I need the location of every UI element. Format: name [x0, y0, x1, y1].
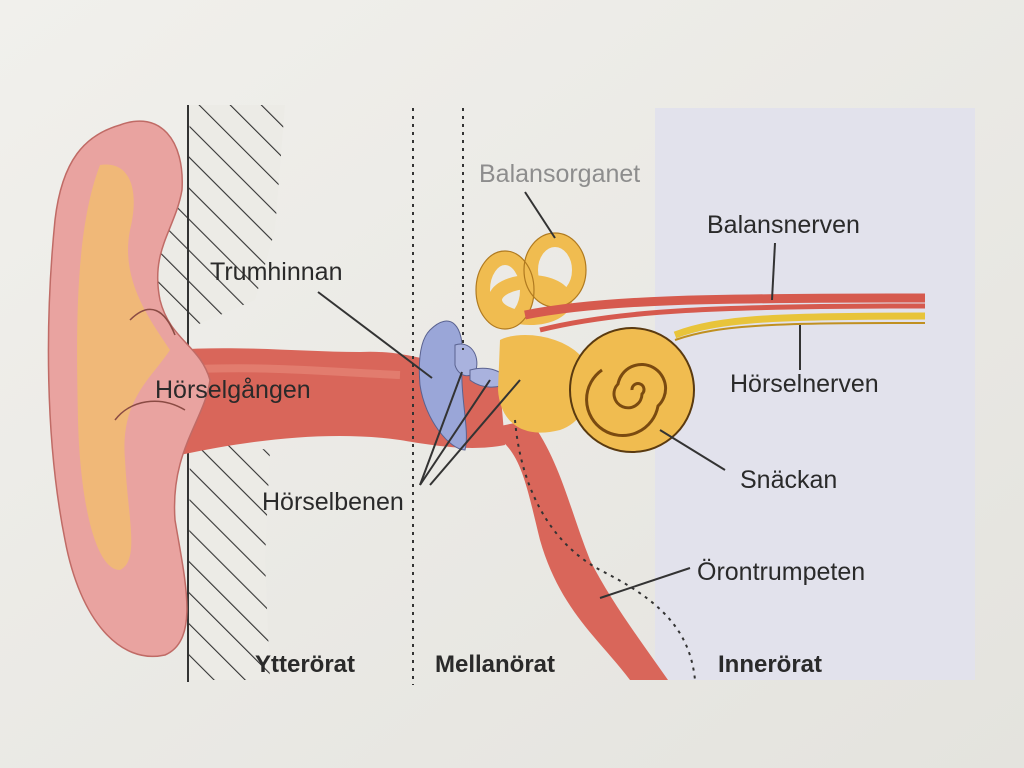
label-horselbenen: Hörselbenen: [262, 488, 404, 516]
region-outer-ear: Ytterörat: [255, 651, 355, 678]
label-snackan: Snäckan: [740, 466, 837, 494]
label-horselnerven: Hörselnerven: [730, 370, 879, 398]
outer-ear-pinna: [47, 120, 211, 658]
cochlea: [569, 327, 695, 453]
label-balansnerven: Balansnerven: [707, 211, 860, 239]
region-middle-ear: Mellanörat: [435, 651, 555, 678]
region-inner-ear: Innerörat: [718, 651, 822, 678]
inner-ear-shading: [655, 108, 975, 680]
leader-lines: [317, 191, 801, 599]
eustachian-tube: [480, 420, 668, 680]
region-dividers: [412, 108, 696, 685]
label-balansorganet: Balansorganet: [479, 160, 640, 188]
label-trumhinnan: Trumhinnan: [210, 258, 342, 286]
nerves: [524, 293, 926, 341]
label-horselgangen: Hörselgången: [155, 376, 311, 404]
label-orontrumpeten: Örontrumpeten: [697, 558, 865, 586]
